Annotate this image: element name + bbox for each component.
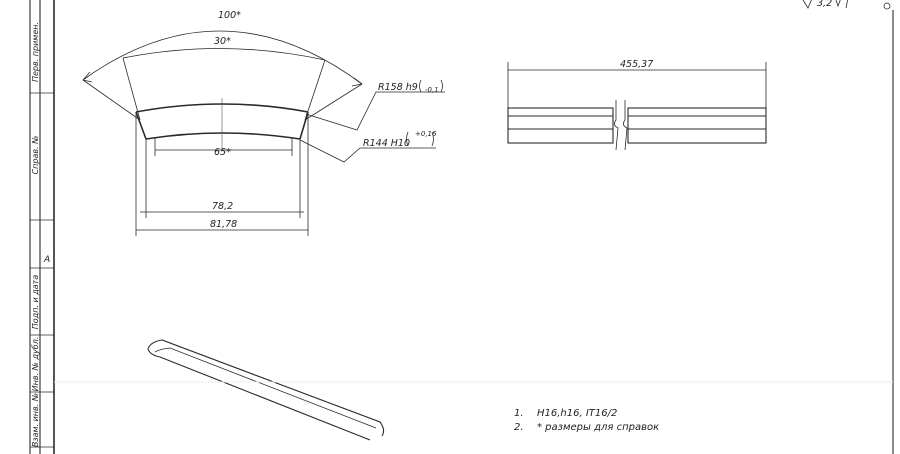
- podp-data-label: Подп. и дата: [31, 275, 40, 330]
- note-2-text: * размеры для справок: [537, 422, 659, 433]
- dim-arc-30: [122, 48, 326, 61]
- perv-primen-label: Перв. примен.: [31, 22, 40, 82]
- angle-65: 65*: [214, 147, 231, 158]
- dim-arc-100: [82, 30, 363, 85]
- radius-outer-tol: -0,1: [425, 86, 439, 94]
- radius-outer: R158 h9: [378, 82, 418, 93]
- note-2-num: 2.: [514, 422, 524, 433]
- isometric-view: [147, 339, 385, 441]
- profile-inner-arc: [145, 132, 301, 140]
- radius-inner-leader: [299, 139, 436, 163]
- notes: 1. H16,h16, IT16/2 2. * размеры для спра…: [514, 408, 659, 433]
- angle-100: 100*: [218, 10, 241, 21]
- width-81: 81,78: [210, 219, 237, 230]
- note-1-num: 1.: [514, 408, 524, 419]
- radius-inner-tol: +0,16: [415, 130, 437, 138]
- sprav-no-label: Справ. №: [31, 136, 40, 175]
- inv-dubl-label: Инв. № дубл.: [31, 337, 40, 392]
- length-455: 455,37: [620, 59, 653, 70]
- angle-30: 30*: [214, 36, 231, 47]
- break-left: [614, 100, 619, 151]
- roughness-value: 3,2: [817, 0, 832, 9]
- break-right: [623, 100, 628, 151]
- section-view: 100* 30* 65* R158 h9 -0,1 R144 H10 +0,16: [82, 10, 445, 236]
- side-view: 455,37: [507, 59, 767, 151]
- radius-outer-leader: [305, 91, 445, 131]
- width-78: 78,2: [212, 201, 233, 212]
- side-strip: Перв. примен. Справ. № Подп. и дата Инв.…: [29, 0, 55, 454]
- zone-letter: A: [43, 255, 50, 265]
- vzam-inv-label: Взам. инв. №: [31, 393, 40, 447]
- note-1-text: H16,h16, IT16/2: [537, 408, 617, 419]
- radius-inner: R144 H10: [363, 138, 410, 149]
- roughness-symbol: 3,2: [802, 0, 891, 10]
